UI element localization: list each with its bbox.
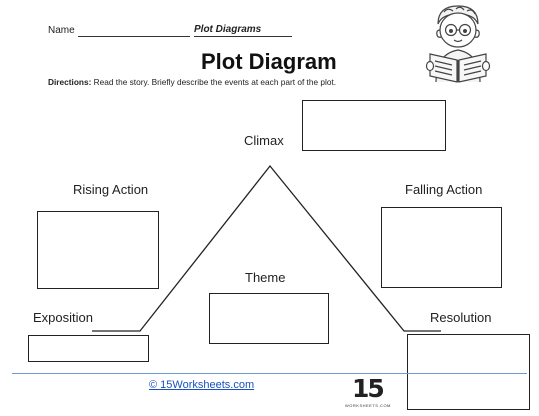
exposition-label: Exposition [33, 310, 93, 325]
theme-box[interactable] [209, 293, 329, 344]
footer-link[interactable]: © 15Worksheets.com [149, 379, 255, 391]
resolution-box[interactable] [407, 334, 530, 410]
falling-action-label: Falling Action [405, 182, 483, 197]
name-label: Name [48, 25, 75, 36]
logo-number: 15 [352, 374, 385, 403]
directions: Directions: Read the story. Briefly desc… [48, 77, 336, 87]
theme-label: Theme [245, 270, 286, 285]
exposition-box[interactable] [28, 335, 149, 362]
reading-child-icon [425, 5, 491, 83]
rising-action-box[interactable] [37, 211, 159, 289]
directions-text: Read the story. Briefly describe the eve… [91, 77, 337, 87]
climax-label: Climax [244, 133, 284, 148]
name-field-line[interactable] [78, 36, 190, 37]
climax-box[interactable] [302, 100, 446, 151]
page-title: Plot Diagram [201, 49, 337, 74]
logo-text: WORKSHEETS.COM [345, 403, 391, 408]
footer-divider [12, 373, 527, 374]
falling-action-box[interactable] [381, 207, 502, 288]
resolution-label: Resolution [430, 310, 492, 325]
rising-action-label: Rising Action [73, 182, 149, 197]
directions-label: Directions: [48, 77, 92, 87]
worksheet-subtitle: Plot Diagrams [194, 24, 292, 37]
